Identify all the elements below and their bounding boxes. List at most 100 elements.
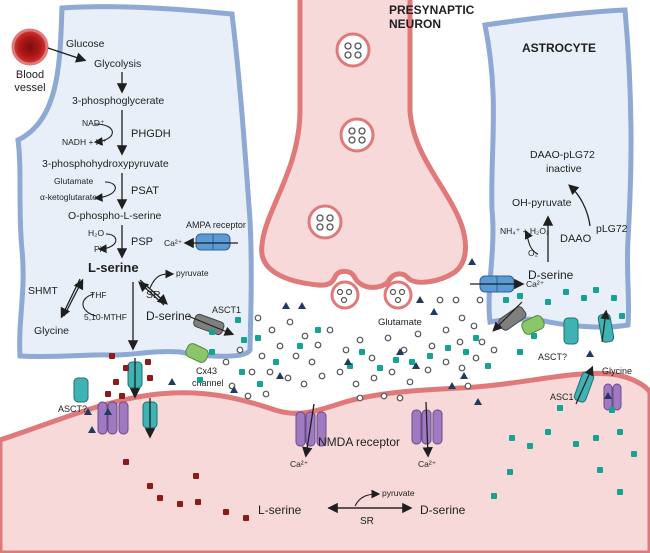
glutamate-molecule	[388, 368, 396, 376]
cx43-channel	[185, 343, 209, 363]
cx43-label: channel	[192, 378, 224, 388]
cx43-label: Cx43	[196, 366, 217, 376]
glutamate-molecule	[428, 342, 436, 350]
postsynaptic-l-serine: L-serine	[258, 503, 302, 517]
cofactor-label: α-ketoglutarate	[40, 192, 97, 202]
d-serine-molecule	[427, 353, 433, 359]
arrow	[575, 365, 594, 405]
arrow	[600, 309, 610, 343]
pathway-label: DAAO-pLG72	[530, 149, 595, 161]
arrow	[492, 301, 523, 332]
glutamate-molecule	[370, 374, 378, 382]
glutamate-molecule	[442, 358, 450, 366]
glycine-molecule	[276, 372, 284, 379]
nmda-receptor	[295, 411, 327, 447]
l-serine-molecule	[195, 499, 201, 505]
asct1-label: ASCT1	[212, 305, 241, 315]
d-serine-molecule	[257, 381, 263, 387]
d-serine-molecule	[485, 363, 491, 369]
glutamate-molecule	[414, 330, 422, 338]
molecule-layer	[84, 258, 637, 521]
right-d-serine-label: D-serine	[528, 268, 574, 282]
glutamate-molecule	[442, 326, 450, 334]
cofactor-label: Glutamate	[54, 176, 93, 186]
arrow	[187, 315, 235, 336]
cofactor-label: O₂	[528, 248, 538, 258]
arrow	[525, 230, 539, 255]
glycine-molecule	[396, 348, 404, 355]
d-serine-molecule	[463, 349, 469, 355]
d-serine-molecule	[609, 407, 615, 413]
l-serine-molecule	[223, 509, 229, 515]
l-serine-molecule	[243, 515, 249, 521]
glutamate-molecule	[236, 346, 244, 354]
d-serine-molecule	[593, 435, 599, 441]
d-serine-molecule	[531, 333, 537, 339]
glutamate-molecule	[262, 390, 270, 398]
arrow	[354, 489, 381, 507]
glutamate-molecule	[254, 314, 262, 322]
pathway-label: Glycolysis	[94, 58, 141, 70]
d-serine-molecule	[359, 349, 365, 355]
enzyme-label: SHMT	[28, 285, 58, 297]
ca-label: Ca²⁺	[526, 279, 545, 289]
d-serine-molecule	[573, 441, 579, 447]
cofactor-label: pyruvate	[382, 488, 415, 498]
vesicle-release-2	[383, 280, 413, 310]
glutamate-molecule	[380, 392, 388, 400]
glycine-molecule	[448, 382, 456, 389]
l-serine-label: L-serine	[88, 260, 139, 275]
ca-label: Ca²⁺	[290, 459, 309, 469]
release-vesicle-contents	[336, 288, 406, 304]
glutamate-molecule	[464, 382, 472, 390]
glutamate-molecule	[456, 338, 464, 346]
glutamate-molecule	[314, 341, 322, 349]
arrow	[138, 281, 165, 306]
arrow	[568, 184, 591, 227]
pathway-label: inactive	[546, 163, 582, 175]
d-serine-molecule	[273, 359, 279, 365]
d-serine-molecule	[393, 357, 399, 363]
glutamate-molecule	[300, 380, 308, 388]
ca-label: Ca²⁺	[418, 459, 437, 469]
pathway-label: 3-phosphoglycerate	[72, 95, 164, 107]
d-serine-molecule	[557, 405, 563, 411]
arrow	[63, 278, 84, 317]
glutamate-molecule	[342, 346, 350, 354]
glutamate-molecule	[292, 352, 300, 360]
glutamate-molecule	[268, 326, 276, 334]
d-serine-molecule	[593, 287, 599, 293]
astrocyte-title: ASTROCYTE	[522, 41, 596, 55]
cofactor-label: Pi	[94, 244, 102, 254]
synaptic-vesicle	[339, 117, 375, 153]
glycine-molecule	[412, 362, 420, 369]
ampa-label: AMPA receptor	[186, 220, 246, 230]
pathway-label: O-phospho-L-serine	[68, 210, 162, 222]
d-serine-molecule	[491, 493, 497, 499]
d-serine-molecule	[409, 359, 415, 365]
asc1-label: ASC1	[550, 392, 574, 402]
d-serine-molecule	[445, 345, 451, 351]
glutamate-molecule	[248, 368, 256, 376]
glutamate-molecule	[352, 380, 360, 388]
d-serine-molecule	[473, 335, 479, 341]
nmda-receptor	[97, 401, 129, 435]
d-serine-molecule	[611, 295, 617, 301]
glycine-molecule	[468, 258, 476, 265]
glycine-molecule	[282, 302, 290, 309]
d-serine-molecule	[507, 469, 513, 475]
enzyme-label: PSP	[131, 236, 153, 248]
glutamate-molecule	[384, 334, 392, 342]
left-astrocyte	[15, 4, 254, 360]
glycine-molecule	[604, 392, 612, 399]
d-serine-molecule	[617, 489, 623, 495]
glutamate-molecule	[470, 322, 478, 330]
glutamate-molecule	[286, 318, 294, 326]
l-serine-molecule	[147, 375, 153, 381]
l-serine-molecule	[105, 391, 111, 397]
arrow	[47, 47, 87, 63]
presynaptic-title: NEURON	[389, 17, 441, 31]
glutamate-molecule	[490, 346, 498, 354]
l-serine-molecule	[113, 379, 119, 385]
